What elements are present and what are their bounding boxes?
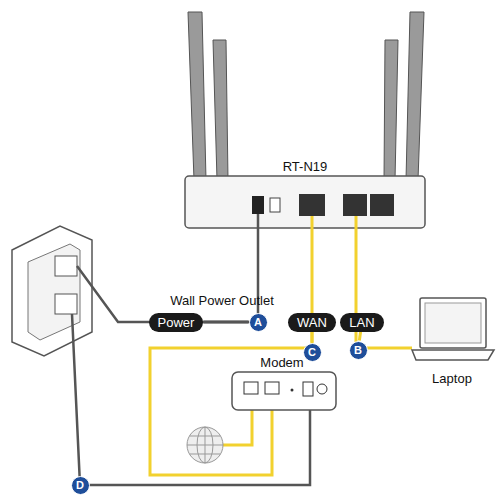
node-text: A <box>254 316 262 328</box>
callout-letter: A <box>249 313 268 332</box>
node-text: WAN <box>297 315 327 330</box>
port-label: Power <box>149 313 204 332</box>
part-label: Laptop <box>432 371 472 386</box>
callout-letter: B <box>349 341 368 360</box>
part-label: Modem <box>260 355 303 370</box>
cable-connector <box>359 332 360 341</box>
port-label: WAN <box>288 313 336 332</box>
part-label: Wall Power Outlet <box>170 293 274 308</box>
node-text: C <box>308 346 316 358</box>
node-text: LAN <box>349 315 374 330</box>
cable-connector <box>311 332 312 343</box>
callout-letter: D <box>71 476 90 495</box>
cable-connector <box>203 322 248 323</box>
callout-letter: C <box>303 343 322 362</box>
node-text: D <box>76 479 84 491</box>
node-text: B <box>354 344 362 356</box>
port-label: LAN <box>340 313 383 332</box>
node-text: Power <box>158 315 195 330</box>
part-label: RT-N19 <box>283 159 328 174</box>
